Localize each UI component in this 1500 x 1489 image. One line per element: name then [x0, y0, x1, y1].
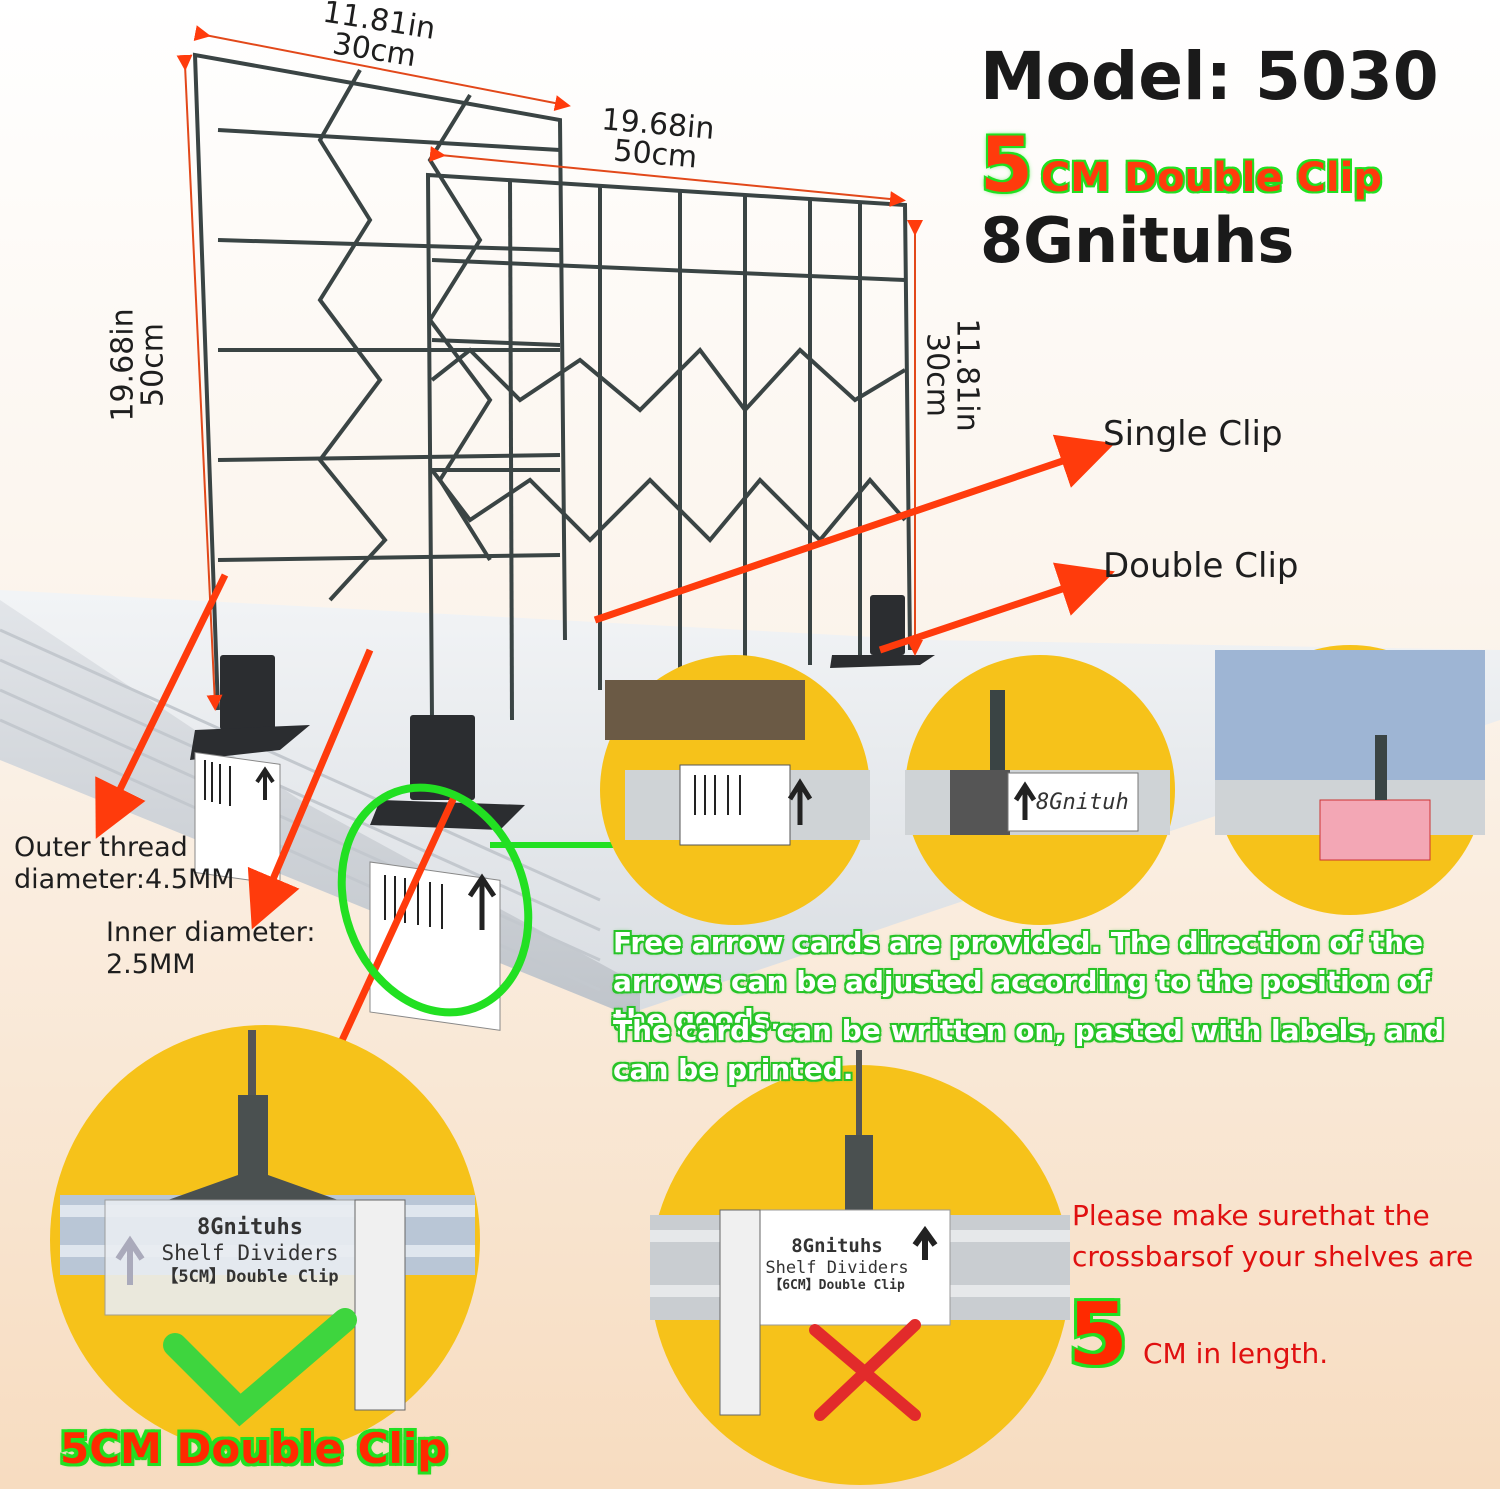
card-6cm-brand: 8Gnituhs: [791, 1235, 883, 1257]
inner-diameter-line1: Inner diameter:: [106, 917, 316, 948]
outer-thread-line1: Outer thread: [14, 832, 188, 863]
photo-circle-1: [600, 655, 870, 925]
arrow-cards-note: Free arrow cards are provided. The direc…: [613, 926, 1431, 1037]
dim-right-height: 11.81in 30cm: [919, 318, 985, 432]
card-5cm-text: 8Gnituhs Shelf Dividers 【5CM】Double Clip: [145, 1215, 355, 1287]
dim-right-height-cm: 30cm: [919, 333, 955, 417]
warning-line2: crossbarsof your shelves are: [1072, 1239, 1474, 1273]
warning-line1: Please make surethat the: [1072, 1199, 1430, 1232]
inner-diameter-spec: Inner diameter: 2.5MM: [106, 917, 316, 982]
card-6cm-product: Shelf Dividers: [765, 1257, 909, 1278]
photo-circle-2: [905, 655, 1175, 925]
card-5cm-product: Shelf Dividers: [161, 1241, 339, 1266]
brand-title: 8Gnituhs: [980, 204, 1295, 277]
card-6cm-text: 8Gnituhs Shelf Dividers 【6CM】Double Clip: [762, 1235, 912, 1294]
dim-right-height-in: 11.81in: [949, 318, 985, 432]
clip-back-left: [190, 655, 310, 760]
clip-size-text: CM Double Clip: [1040, 155, 1382, 201]
crossbar-warning: Please make surethat the crossbarsof you…: [1072, 1196, 1473, 1277]
front-divider: [425, 172, 912, 721]
photo-circle-3: [1215, 645, 1485, 915]
model-title: Model: 5030: [980, 38, 1439, 115]
bottom-5cm-label: 5CM Double Clip: [60, 1424, 448, 1473]
single-clip-label: Single Clip: [1103, 414, 1283, 454]
dim-left-height: 19.68in 50cm: [105, 308, 171, 422]
clip-size-number: 5: [980, 120, 1033, 209]
card-6cm-size: 【6CM】Double Clip: [769, 1278, 905, 1294]
crossbar-length-unit: CM in length.: [1143, 1337, 1329, 1370]
card-5cm-size: 【5CM】Double Clip: [161, 1266, 339, 1287]
shelf-card-left: [194, 751, 281, 885]
writable-cards-note: The cards can be written on, pasted with…: [613, 1014, 1445, 1086]
dim-left-height-in: 19.68in: [105, 308, 141, 422]
outer-thread-line2: diameter:4.5MM: [14, 864, 235, 896]
dim-left-height-cm: 50cm: [135, 323, 171, 407]
double-clip-label: Double Clip: [1103, 546, 1299, 586]
crossbar-length-number: 5: [1068, 1285, 1128, 1385]
photo-card-handwriting: 8Gnituh: [1036, 790, 1129, 815]
inner-diameter-line2: 2.5MM: [106, 949, 196, 981]
outer-thread-spec: Outer thread diameter:4.5MM: [14, 832, 235, 897]
clip-front-right: [830, 595, 935, 668]
circle-6cm-wrong: [650, 1050, 1070, 1485]
circle-5cm-correct: [50, 1025, 480, 1455]
card-5cm-brand: 8Gnituhs: [197, 1215, 303, 1240]
dim-front-width: 19.68in 50cm: [598, 102, 716, 175]
